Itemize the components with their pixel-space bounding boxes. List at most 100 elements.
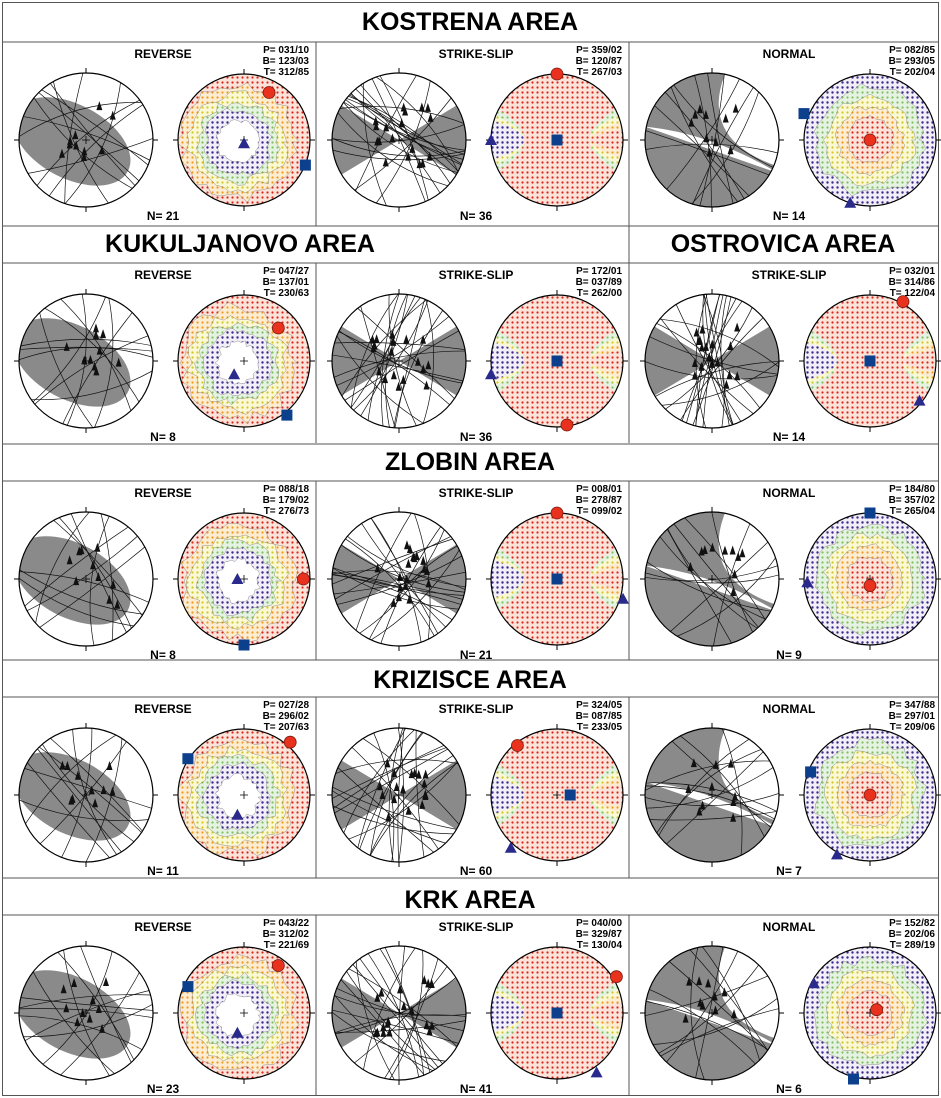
center-cross	[553, 791, 561, 799]
center-cross	[708, 1009, 716, 1017]
center-cross	[708, 136, 716, 144]
center-cross	[395, 791, 403, 799]
center-cross	[395, 357, 403, 365]
fault-plane-trace	[76, 946, 137, 1072]
slip-arrow	[71, 977, 78, 987]
slip-arrow	[727, 758, 734, 768]
fault-plane-trace	[678, 512, 771, 628]
slip-arrow	[698, 342, 705, 352]
fault-plane-trace	[697, 73, 726, 207]
slip-arrow	[406, 594, 413, 604]
slip-arrow	[427, 112, 434, 122]
b-axis-label: B= 293/05	[889, 56, 936, 67]
fault-plane-trace	[366, 512, 423, 646]
slip-arrow	[729, 545, 736, 555]
slip-arrow	[686, 976, 693, 986]
contour-band	[491, 775, 524, 815]
fault-plane-trace	[19, 364, 153, 401]
slip-arrow	[95, 1003, 102, 1013]
slip-arrow	[391, 768, 398, 778]
fault-plane-trace	[19, 796, 153, 822]
fault-plane-trace	[345, 294, 420, 416]
slip-arrow	[390, 336, 397, 346]
slip-arrow	[406, 543, 413, 553]
fault-plane-trace	[659, 86, 749, 206]
slip-arrow	[96, 101, 103, 111]
slip-arrow	[374, 136, 381, 146]
p-axis-marker	[863, 788, 877, 802]
slip-arrow	[422, 769, 429, 779]
fault-plane-trace	[654, 734, 756, 843]
slip-arrow	[421, 563, 428, 573]
slip-arrow	[699, 800, 706, 810]
fault-plane-trace	[355, 952, 448, 1070]
p-axis-label: P= 184/80	[889, 484, 935, 495]
slip-arrow	[423, 380, 430, 390]
fault-plane-trace	[339, 95, 455, 190]
sample-count: N= 9	[776, 648, 802, 662]
slip-arrow	[373, 121, 380, 131]
p-axis-label: P= 032/01	[889, 266, 935, 277]
fault-plane-trace	[52, 946, 138, 1068]
slip-arrow	[380, 1027, 387, 1037]
slip-arrow	[405, 558, 412, 568]
fault-plane-trace	[332, 573, 461, 626]
fault-plane-trace	[357, 295, 399, 428]
b-axis-label: B= 314/86	[889, 277, 936, 288]
p-axis-marker	[550, 67, 564, 81]
section-title-secondary: OSTROVICA AREA	[671, 230, 896, 258]
fault-plane-trace	[32, 742, 127, 858]
fault-plane-trace	[418, 294, 434, 428]
slip-arrow	[102, 976, 109, 986]
b-axis-label: B= 278/87	[576, 495, 623, 506]
slip-arrow	[389, 133, 396, 143]
slip-arrow	[696, 806, 703, 816]
regime-label: NORMAL	[763, 702, 816, 716]
fault-plane-trace	[19, 338, 153, 349]
fault-plane-trace	[369, 728, 395, 862]
p-axis-marker	[863, 133, 877, 147]
slip-arrow	[378, 987, 385, 997]
slip-arrow	[400, 102, 407, 112]
slip-arrow	[74, 1017, 81, 1027]
p-axis-label: P= 043/22	[263, 918, 309, 929]
b-axis-label: B= 123/03	[263, 56, 310, 67]
contour-band	[491, 120, 524, 160]
fault-plane-trace	[355, 78, 464, 180]
b-axis-label: B= 087/85	[576, 711, 623, 722]
slip-arrow	[393, 782, 400, 792]
t-axis-label: T= 207/63	[264, 722, 310, 733]
fault-plane-trace	[690, 294, 733, 428]
slip-arrow	[92, 798, 99, 808]
slip-arrow	[701, 545, 708, 555]
center-cross	[708, 791, 716, 799]
p-axis-label: P= 359/02	[576, 45, 622, 56]
center-cross	[82, 791, 90, 799]
slip-arrow	[727, 341, 734, 351]
fault-plane-trace	[28, 332, 153, 410]
fault-plane-trace	[650, 354, 779, 407]
fault-plane-trace	[28, 964, 122, 1080]
slip-arrow	[395, 381, 402, 391]
sample-count: N= 60	[460, 864, 493, 878]
center-cross	[240, 357, 248, 365]
fault-plane-trace	[655, 530, 773, 623]
fault-plane-trace	[19, 729, 126, 833]
fault-plane-trace	[356, 728, 427, 857]
fault-plane-trace	[19, 994, 153, 1011]
slip-arrow	[106, 760, 113, 770]
t-axis-label: T= 289/19	[890, 940, 936, 951]
slip-arrow	[727, 145, 734, 155]
regime-label: REVERSE	[134, 47, 191, 61]
fault-plane-trace	[348, 92, 456, 195]
slip-arrow	[403, 540, 410, 550]
slip-arrow	[405, 151, 412, 161]
fault-plane-trace	[661, 746, 769, 849]
t-axis-label: T= 312/85	[264, 67, 310, 78]
slip-arrow	[86, 1013, 93, 1023]
fault-plane-trace	[668, 79, 743, 207]
